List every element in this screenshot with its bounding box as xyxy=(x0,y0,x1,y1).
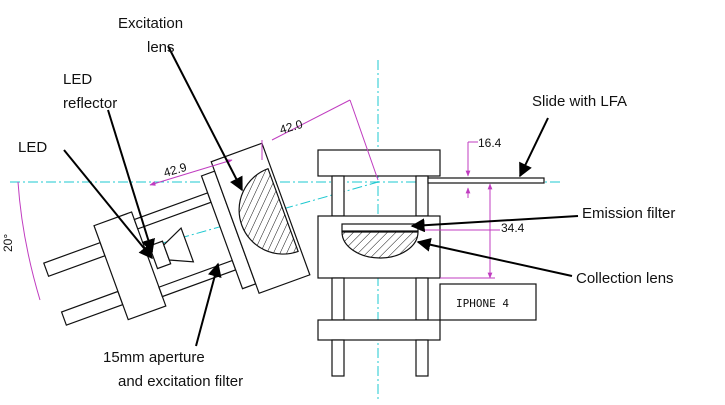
label-slide-with-lfa: Slide with LFA xyxy=(532,93,627,110)
dim-42-0-ext2 xyxy=(349,99,379,181)
arrow-slide xyxy=(519,117,549,178)
dim-value-angle: 20° xyxy=(1,234,15,252)
label-led: LED xyxy=(18,139,47,156)
label-excitation-lens-line2: lens xyxy=(147,39,175,56)
arrow-emission-filter xyxy=(410,215,579,233)
label-led-reflector-line2: reflector xyxy=(63,95,117,112)
foot-left xyxy=(331,339,345,377)
label-aperture-line1: 15mm aperture xyxy=(103,349,205,366)
post-lower-right xyxy=(415,277,429,321)
iphone-body xyxy=(439,283,537,321)
post-upper-left xyxy=(331,175,345,217)
dim-42-0-line xyxy=(271,99,351,141)
top-plate xyxy=(317,149,441,177)
arrow-excitation-lens xyxy=(167,45,243,192)
arrow-led xyxy=(63,149,153,260)
post-upper-right xyxy=(415,175,429,217)
label-excitation-lens-line1: Excitation xyxy=(118,15,183,32)
connecting-rod-lower xyxy=(158,259,237,298)
dim-angle-arc xyxy=(17,181,41,301)
left-rod-lower xyxy=(60,290,124,326)
arrow-collection-lens xyxy=(416,237,573,277)
excitation-lens-shape xyxy=(238,167,299,255)
dimension-lines xyxy=(17,99,500,301)
emission-filter-shape xyxy=(341,223,419,232)
bottom-plate xyxy=(317,319,441,341)
pointer-arrows xyxy=(63,45,579,347)
iphone-label: IPHONE 4 xyxy=(456,297,509,310)
collection-lens-shape xyxy=(341,231,419,259)
dim-42-9-line xyxy=(149,159,233,186)
arrow-led-reflector xyxy=(107,109,155,254)
led-reflector-shape xyxy=(163,226,195,263)
connecting-rod-upper xyxy=(133,192,212,230)
post-lower-left xyxy=(331,277,345,321)
dim-value-42-0: 42.0 xyxy=(278,117,305,137)
foot-right xyxy=(415,339,429,377)
dim-value-34-4: 34.4 xyxy=(501,221,525,235)
label-led-reflector-line1: LED xyxy=(63,71,92,88)
arrow-aperture xyxy=(195,262,222,347)
dim-value-42-9: 42.9 xyxy=(162,160,189,180)
label-collection-lens: Collection lens xyxy=(576,270,674,287)
label-aperture-line2: and excitation filter xyxy=(118,373,243,390)
left-rod-upper xyxy=(43,241,106,278)
dim-value-16-4: 16.4 xyxy=(478,136,502,150)
lfa-slide xyxy=(427,177,545,184)
label-emission-filter: Emission filter xyxy=(582,205,675,222)
